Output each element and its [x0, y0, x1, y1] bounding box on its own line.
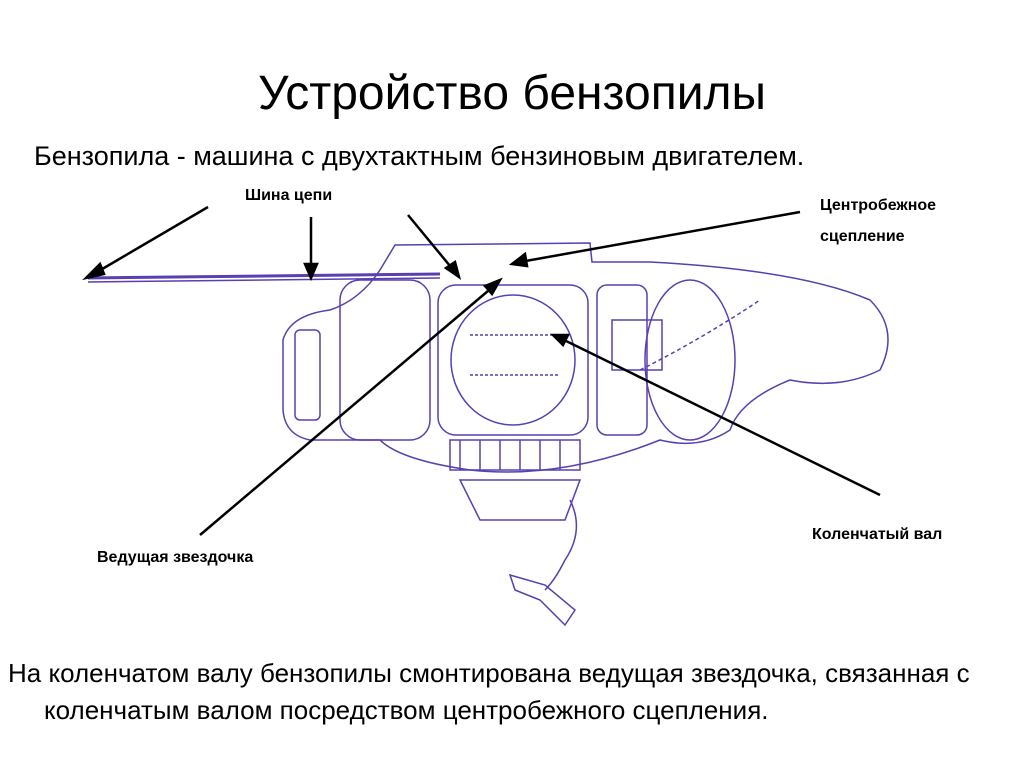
arrowhead [443, 259, 462, 280]
slide-paragraph: На коленчатом валу бензопилы смонтирован… [8, 658, 970, 725]
label-clutch-line1: Центробежное [820, 197, 937, 214]
arrowhead [303, 262, 319, 282]
label-chain-bar: Шина цепи [245, 187, 333, 204]
arrowhead [482, 277, 503, 297]
arrow-chain [407, 214, 456, 273]
arrowhead [549, 333, 571, 348]
arrowhead [508, 251, 529, 268]
arrowhead [82, 261, 106, 281]
slide-title: Устройство бензопилы [257, 67, 767, 120]
arrow-clutch [519, 210, 801, 264]
arrow-bar-tip [91, 205, 209, 277]
arrow-sprocket [199, 284, 496, 536]
arrow-crankshaft [559, 336, 881, 497]
slide-subtitle: Бензопила - машина с двухтактным бензино… [34, 141, 805, 171]
callout-arrows [82, 205, 881, 536]
label-clutch-line2: сцепление [820, 228, 905, 245]
label-crankshaft: Коленчатый вал [812, 526, 943, 543]
chainsaw-drawing [87, 242, 889, 627]
label-sprocket: Ведущая звездочка [97, 549, 254, 566]
